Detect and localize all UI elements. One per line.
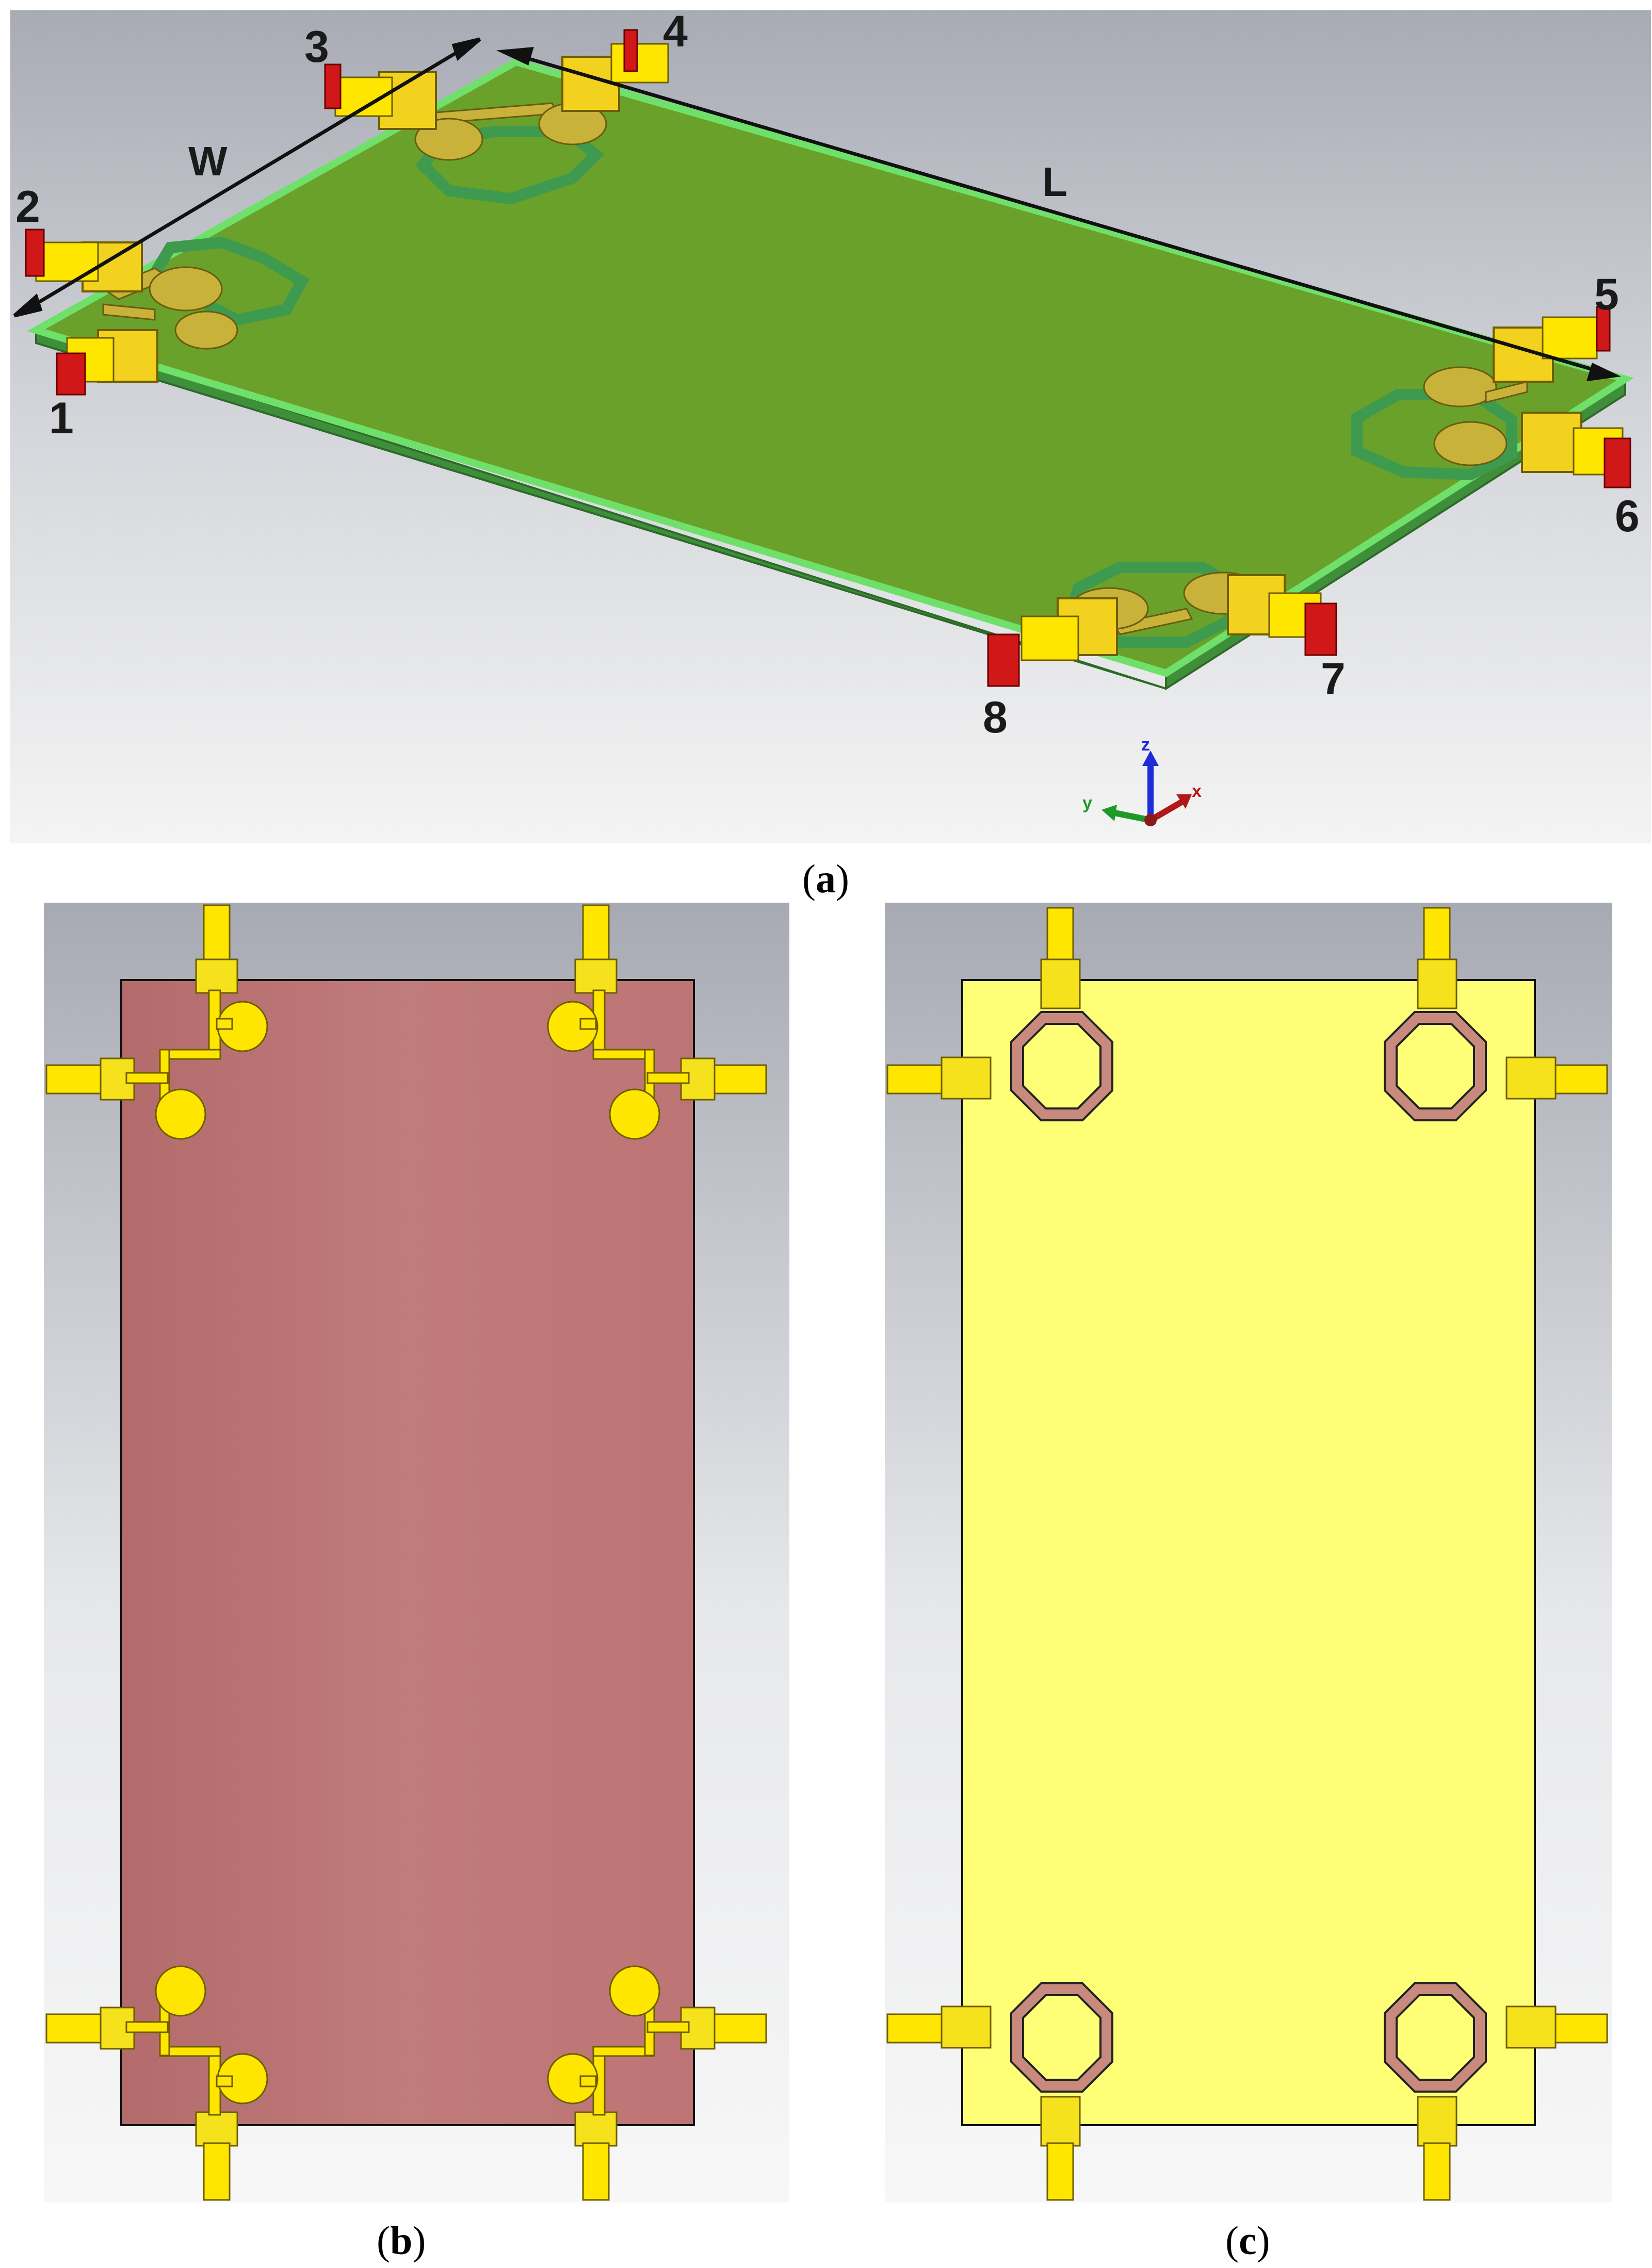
panel-c-back-view [885,903,1612,2202]
octagon-ring-bottom-right [1384,1982,1487,2093]
connector-c-left-upper [886,1056,992,1100]
connector-c-top-right [1417,907,1457,1009]
connector-b-bottom-right [574,2111,618,2201]
caption-a-letter: a [816,856,836,901]
octagon-ring-port-1-2 [147,236,310,326]
monopole-pair-top-left [125,989,268,1140]
connector-c-left-lower [886,2005,992,2049]
panel-a-3d-view: 1 2 3 4 5 6 7 8 W L z y x [10,7,1651,843]
connector-port-8 [987,597,1118,687]
port-label-2: 2 [15,182,40,232]
dimension-label-w: W [188,138,228,184]
caption-b: (b) [377,2218,426,2263]
port-label-7: 7 [1321,654,1346,704]
connector-c-bottom-right [1417,2096,1457,2201]
caption-c-letter: c [1239,2218,1257,2263]
connector-b-top-right [574,904,618,994]
octagon-ring-bottom-left [1010,1982,1113,2093]
connector-c-right-lower [1505,2005,1608,2049]
connector-b-left-upper [45,1057,135,1101]
monopole-pair-bottom-left [125,1965,268,2116]
port-label-3: 3 [304,22,329,72]
connector-b-top-left [195,904,238,994]
port-label-4: 4 [663,7,688,56]
port-label-5: 5 [1594,270,1619,319]
ground-plane [961,979,1536,2126]
connector-port-5 [1493,306,1611,383]
copper-feed-port-5-6 [1423,366,1528,466]
port-label-1: 1 [49,394,74,443]
dimension-arrow-w [13,37,481,318]
dimension-arrow-l [496,47,1622,382]
connector-port-7 [1227,574,1337,656]
dimension-label-l: L [1042,159,1067,205]
caption-a-close: ) [836,856,849,901]
connector-b-left-lower [45,2006,135,2050]
connector-b-right-upper [680,1057,767,1101]
port-label-6: 6 [1615,492,1640,541]
connector-c-right-upper [1505,1056,1608,1100]
axis-label-y: y [1082,793,1092,813]
connector-c-bottom-left [1040,2096,1081,2201]
caption-b-letter: b [390,2218,412,2263]
caption-c-open: ( [1225,2218,1239,2263]
caption-c: (c) [1225,2218,1270,2263]
caption-b-close: ) [412,2218,426,2263]
axis-label-x: x [1192,781,1202,801]
axis-label-z: z [1141,735,1150,755]
caption-b-open: ( [377,2218,390,2263]
monopole-pair-bottom-right [547,1965,690,2116]
substrate-top-face [27,58,1634,677]
connector-port-2 [25,229,143,292]
connector-c-top-left [1040,907,1081,1009]
panel-b-front-view [44,903,789,2202]
connector-port-6 [1521,412,1631,488]
substrate-front-face [120,979,695,2126]
caption-a: (a) [802,856,849,901]
monopole-pair-top-right [547,989,690,1140]
octagon-ring-top-right [1384,1011,1487,1121]
connector-port-1 [56,329,158,396]
caption-a-open: ( [802,856,816,901]
connector-b-right-lower [680,2006,767,2050]
axis-triad: z y x [1082,735,1202,826]
octagon-ring-top-left [1010,1011,1113,1121]
port-label-8: 8 [983,693,1008,742]
caption-c-close: ) [1257,2218,1270,2263]
